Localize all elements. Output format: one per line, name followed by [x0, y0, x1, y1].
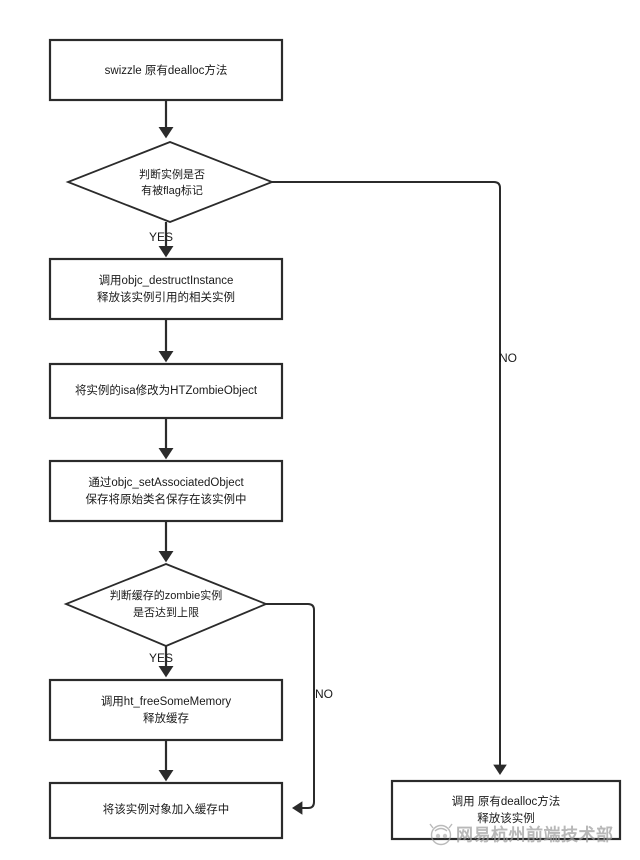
node-add-to-cache-shape [48, 781, 284, 840]
edge-label-flag-yes: YES [149, 230, 173, 244]
node-decision-cache-limit[interactable]: 判断缓存的zombie实例 是否达到上限 [63, 563, 269, 647]
node-modify-isa-shape [48, 362, 284, 420]
node-call-original-dealloc-line-1: 调用 原有dealloc方法 [452, 794, 561, 808]
node-decision-cache-limit-line-1: 判断缓存的zombie实例 [110, 588, 222, 602]
node-free-some-memory[interactable]: 调用ht_freeSomeMemory 释放缓存 [48, 678, 284, 742]
watermark: 网易杭州前端技术部 [429, 823, 614, 846]
node-start-swizzle-shape [48, 38, 284, 102]
netease-logo-icon [429, 823, 453, 846]
node-modify-isa-line-1: 将实例的isa修改为HTZombieObject [75, 383, 258, 397]
node-decision-cache-limit-shape [63, 563, 269, 647]
node-add-to-cache[interactable]: 将该实例对象加入缓存中 [48, 781, 284, 840]
node-free-some-memory-line-1: 调用ht_freeSomeMemory [101, 695, 232, 708]
node-decision-cache-limit-line-2: 是否达到上限 [133, 606, 199, 619]
watermark-label: 网易杭州前端技术部 [456, 824, 614, 844]
node-start-swizzle-line-1: swizzle 原有dealloc方法 [105, 63, 228, 77]
node-destruct-instance-line-2: 释放该实例引用的相关实例 [97, 290, 235, 304]
node-set-associated-object-line-2: 保存将原始类名保存在该实例中 [86, 492, 247, 506]
node-decision-flag-line-2: 有被flag标记 [141, 183, 203, 197]
node-destruct-instance[interactable]: 调用objc_destructInstance 释放该实例引用的相关实例 [48, 257, 284, 321]
edge-label-cache-yes: YES [149, 651, 173, 665]
node-call-original-dealloc-shape [390, 779, 622, 841]
node-call-original-dealloc[interactable]: 调用 原有dealloc方法 释放该实例 [390, 779, 622, 841]
node-destruct-instance-shape [48, 257, 284, 321]
node-set-associated-object[interactable]: 通过objc_setAssociatedObject 保存将原始类名保存在该实例… [48, 459, 284, 523]
edge-label-flag-no: NO [499, 351, 517, 365]
node-destruct-instance-line-1: 调用objc_destructInstance [99, 274, 234, 287]
node-decision-flag[interactable]: 判断实例是否 有被flag标记 [65, 141, 275, 223]
node-modify-isa[interactable]: 将实例的isa修改为HTZombieObject [48, 362, 284, 420]
node-add-to-cache-line-1: 将该实例对象加入缓存中 [103, 802, 230, 816]
node-call-original-dealloc-line-2: 释放该实例 [477, 811, 535, 825]
node-start-swizzle[interactable]: swizzle 原有dealloc方法 [48, 38, 284, 102]
edge-flag-no-to-original-dealloc [272, 181, 507, 775]
edge-cache-no-to-add-cache [266, 603, 315, 815]
node-free-some-memory-shape [48, 678, 284, 742]
node-decision-flag-line-1: 判断实例是否 [139, 167, 205, 181]
node-decision-flag-shape [65, 141, 275, 223]
node-set-associated-object-line-1: 通过objc_setAssociatedObject [88, 476, 244, 489]
node-free-some-memory-line-2: 释放缓存 [143, 711, 189, 725]
edge-label-cache-no: NO [315, 687, 333, 701]
node-set-associated-object-shape [48, 459, 284, 523]
